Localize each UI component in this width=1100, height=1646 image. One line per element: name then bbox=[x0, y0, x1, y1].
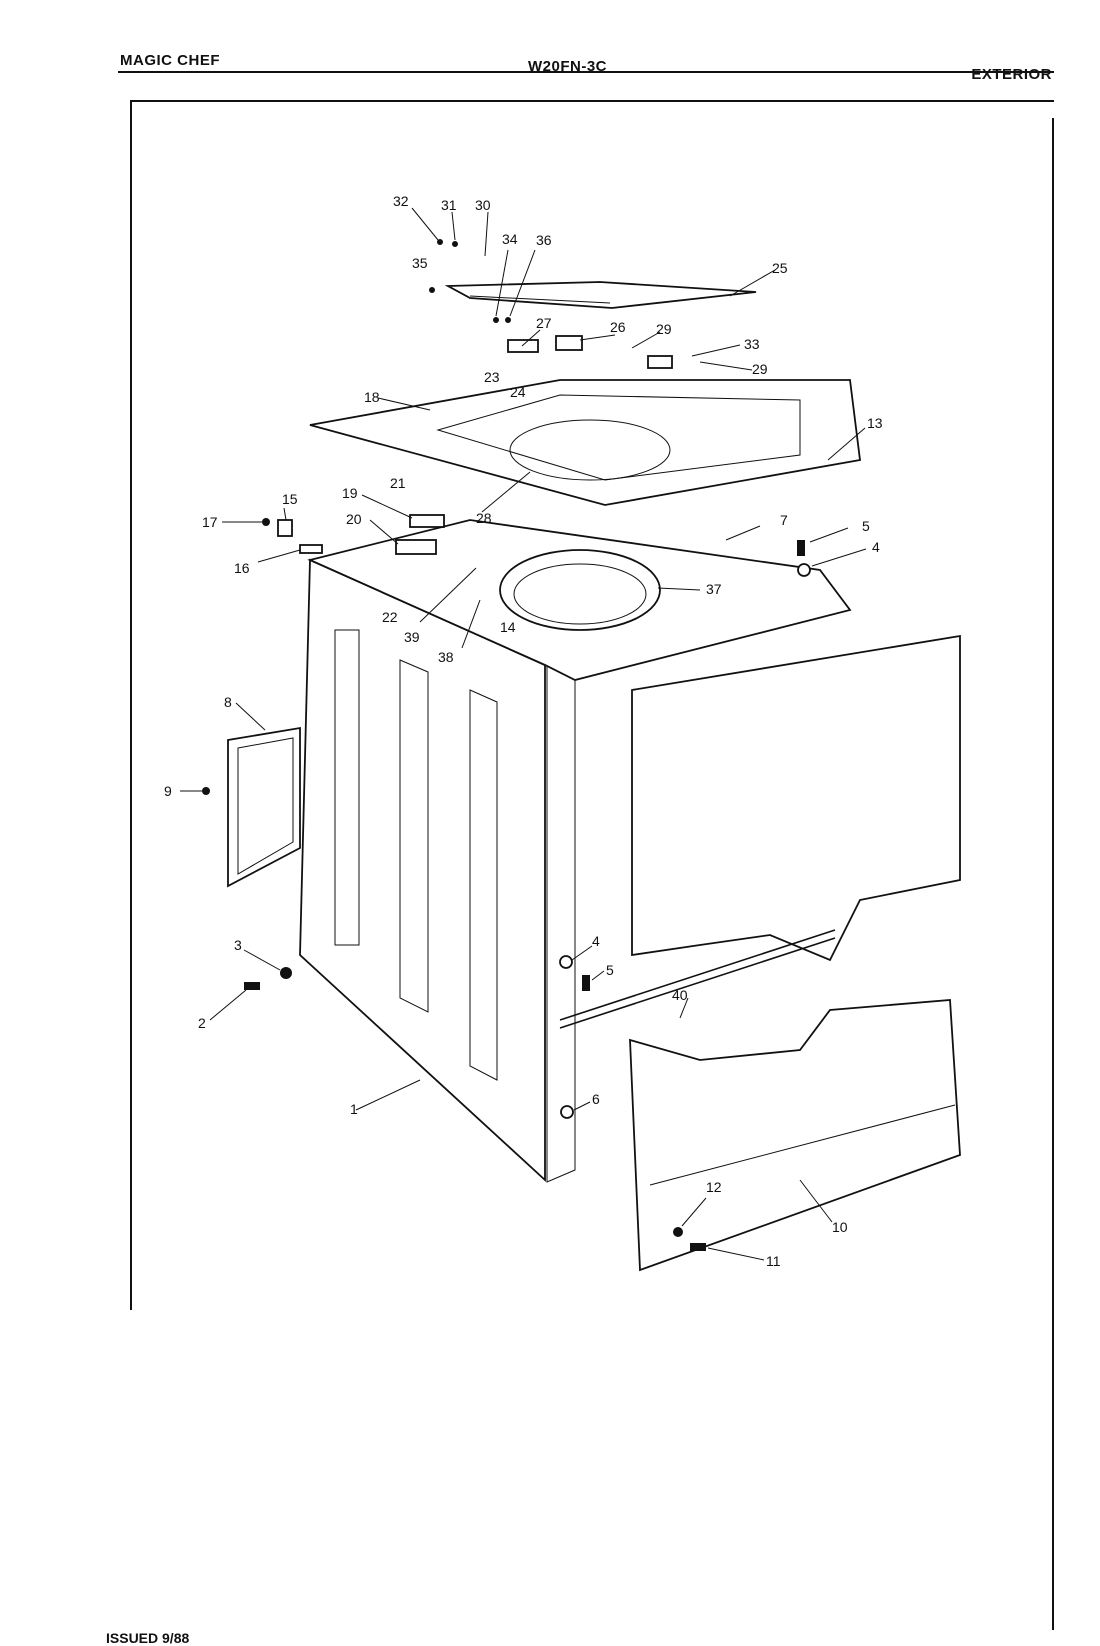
callout-36: 36 bbox=[536, 232, 552, 248]
rear-panel-part bbox=[227, 726, 301, 888]
callout-21: 21 bbox=[390, 475, 406, 491]
callout-1: 1 bbox=[350, 1101, 358, 1117]
callout-20: 20 bbox=[346, 511, 362, 527]
callout-16: 16 bbox=[234, 560, 250, 576]
hardware-parts bbox=[202, 239, 811, 1251]
callout-26: 26 bbox=[610, 319, 626, 335]
model-number: W20FN-3C bbox=[528, 58, 608, 75]
callout-4a: 4 bbox=[872, 539, 880, 555]
callout-13: 13 bbox=[867, 415, 883, 431]
callout-9: 9 bbox=[164, 783, 172, 799]
callout-22: 22 bbox=[382, 609, 398, 625]
crossbar-part bbox=[559, 929, 836, 1029]
callout-23: 23 bbox=[484, 369, 500, 385]
section-title: EXTERIOR bbox=[971, 66, 1052, 83]
callout-labels: 32 31 30 34 36 35 25 27 26 29 33 29 23 2… bbox=[164, 193, 883, 1269]
leader-lines bbox=[180, 207, 867, 1261]
lid-part bbox=[444, 281, 757, 309]
callout-3: 3 bbox=[234, 937, 242, 953]
frame-top-border bbox=[132, 100, 1054, 102]
top-cover-part bbox=[309, 379, 861, 506]
cabinet-top-base bbox=[307, 519, 852, 681]
callout-12: 12 bbox=[706, 1179, 722, 1195]
callout-25: 25 bbox=[772, 260, 788, 276]
header-rule bbox=[118, 71, 1054, 73]
callout-34: 34 bbox=[502, 231, 518, 247]
callout-30: 30 bbox=[475, 197, 491, 213]
callout-5a: 5 bbox=[862, 518, 870, 534]
callout-33: 33 bbox=[744, 336, 760, 352]
callout-6: 6 bbox=[592, 1091, 600, 1107]
callout-17: 17 bbox=[202, 514, 218, 530]
callout-35: 35 bbox=[412, 255, 428, 271]
callout-32: 32 bbox=[393, 193, 409, 209]
callout-4b: 4 bbox=[592, 933, 600, 949]
callout-8: 8 bbox=[224, 694, 232, 710]
callout-28: 28 bbox=[476, 510, 492, 526]
frame-left-border bbox=[130, 100, 132, 1310]
callout-31: 31 bbox=[441, 197, 457, 213]
callout-7: 7 bbox=[780, 512, 788, 528]
callout-37: 37 bbox=[706, 581, 722, 597]
callout-15: 15 bbox=[282, 491, 298, 507]
frame-right-border bbox=[1052, 118, 1054, 1630]
callout-27: 27 bbox=[536, 315, 552, 331]
front-panel-part bbox=[631, 634, 961, 962]
callout-38: 38 bbox=[438, 649, 454, 665]
callout-14: 14 bbox=[500, 619, 516, 635]
callout-5b: 5 bbox=[606, 962, 614, 978]
callout-24: 24 bbox=[510, 384, 526, 400]
brand-name: MAGIC CHEF bbox=[120, 52, 220, 69]
issued-date: ISSUED 9/88 bbox=[106, 1630, 190, 1646]
callout-2: 2 bbox=[198, 1015, 206, 1031]
callout-18: 18 bbox=[364, 389, 380, 405]
exploded-parts-diagram: 32 31 30 34 36 35 25 27 26 29 33 29 23 2… bbox=[164, 193, 961, 1272]
callout-40: 40 bbox=[672, 987, 688, 1003]
callout-11: 11 bbox=[766, 1253, 781, 1269]
callout-29b: 29 bbox=[752, 361, 768, 377]
callout-39: 39 bbox=[404, 629, 420, 645]
callout-19: 19 bbox=[342, 485, 358, 501]
callout-10: 10 bbox=[832, 1219, 848, 1235]
callout-29a: 29 bbox=[656, 321, 672, 337]
